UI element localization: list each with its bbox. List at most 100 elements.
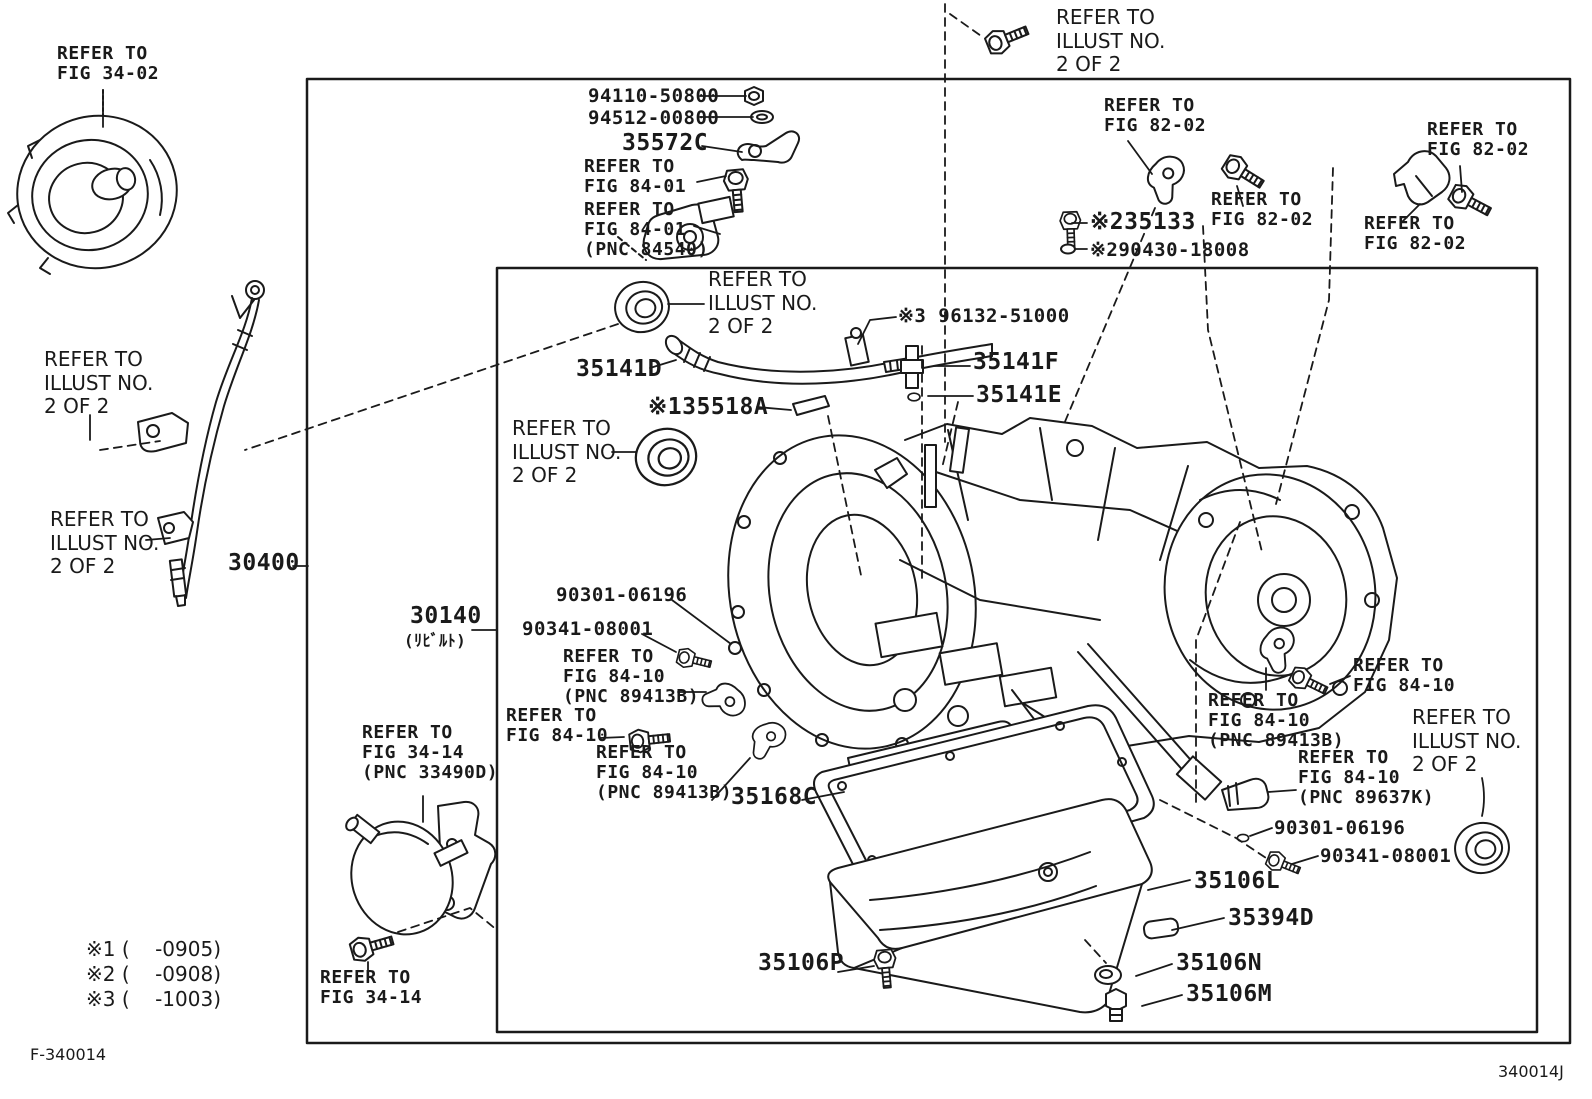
dipstick-tube xyxy=(137,280,265,607)
ref-fig-84-10-d-line: REFER TO xyxy=(1353,655,1444,676)
label-90341-08001-left: 90341-08001 xyxy=(522,618,654,640)
oil-pan-35106 xyxy=(827,798,1153,1014)
ref-fig-84-10-c-line: (PNC 89413B) xyxy=(596,782,733,804)
ref-illust-2of2-seal-top-line: ILLUST NO. xyxy=(708,290,818,315)
label-90301-06196-left: 90301-06196 xyxy=(556,584,688,606)
label-35168C-line: 35168C xyxy=(731,784,818,810)
ref-illust-2of2-seal-left-line: REFER TO xyxy=(512,416,611,440)
ref-fig-84-10-c-line: REFER TO xyxy=(596,742,687,763)
ref-illust-2of2-dipstick-bottom-line: ILLUST NO. xyxy=(50,530,160,555)
label-35106M: 35106M xyxy=(1186,981,1273,1008)
label-35106M-line: 35106M xyxy=(1186,981,1273,1007)
label-35168C: 35168C xyxy=(731,784,818,811)
note-2-line: ※2 ( -0908) xyxy=(86,962,221,986)
label-96132-51000: ※3 96132-51000 xyxy=(898,305,1070,327)
ref-fig-84-10-a-line: FIG 84-10 xyxy=(563,666,666,688)
label-30400: 30400 xyxy=(228,550,300,577)
label-90341-08001-right-line: 90341-08001 xyxy=(1320,845,1452,867)
label-90341-08001-left-line: 90341-08001 xyxy=(522,618,654,640)
label-90301-06196-left-line: 90301-06196 xyxy=(556,584,688,606)
ref-fig-34-02-line: FIG 34-02 xyxy=(57,63,160,85)
label-94110-50800-line: 94110-50800 xyxy=(588,85,720,107)
label-30140-rebuilt-jp-line: (ﾘﾋﾞﾙﾄ) xyxy=(404,631,467,650)
ref-fig-82-02-d-line: REFER TO xyxy=(1364,213,1455,234)
label-35394D-line: 35394D xyxy=(1228,905,1315,931)
oil-pan-gasket-35106L xyxy=(813,704,1155,893)
ref-fig-34-14-b-line: FIG 34-14 xyxy=(320,987,423,1009)
ref-fig-84-10-e-line: (PNC 89413B) xyxy=(1208,730,1345,752)
label-35141D-line: 35141D xyxy=(576,356,663,382)
ref-fig-84-10-b-line: FIG 84-10 xyxy=(506,725,609,747)
label-30140-line: 30140 xyxy=(410,603,482,629)
label-90430-18008-line: ※290430-18008 xyxy=(1090,239,1250,261)
label-30400-line: 30400 xyxy=(228,550,300,576)
ref-illust-2of2-right-line: REFER TO xyxy=(1412,705,1511,729)
label-35394D: 35394D xyxy=(1228,905,1315,932)
label-35518A: ※135518A xyxy=(648,394,769,421)
ref-illust-2of2-top-line: REFER TO xyxy=(1056,5,1155,29)
label-30140: 30140 xyxy=(410,603,482,630)
ref-fig-84-01-b-line: (PNC 84540) xyxy=(584,239,709,261)
ref-illust-2of2-right-line: 2 OF 2 xyxy=(1412,752,1478,777)
label-35572C-line: 35572C xyxy=(622,130,709,156)
oil-cooler xyxy=(345,800,497,965)
ref-fig-84-01-a-line: REFER TO xyxy=(584,156,675,177)
ref-fig-84-10-c-line: FIG 84-10 xyxy=(596,762,699,784)
ref-fig-84-10-a-line: REFER TO xyxy=(563,646,654,667)
outer-frame xyxy=(305,77,1572,1045)
torque-converter xyxy=(7,89,178,275)
label-35141E: 35141E xyxy=(976,382,1063,409)
figure-code-left: F-340014 xyxy=(30,1045,107,1065)
ref-fig-84-10-f-line: (PNC 89637K) xyxy=(1298,787,1435,809)
ref-fig-84-01-b-line: REFER TO xyxy=(584,199,675,220)
ref-fig-34-14-a-line: REFER TO xyxy=(362,722,453,743)
label-94512-00800: 94512-00800 xyxy=(588,107,720,129)
ref-illust-2of2-seal-top-line: 2 OF 2 xyxy=(708,314,774,339)
case-sensors-left xyxy=(627,641,789,765)
ref-fig-84-10-e-line: REFER TO xyxy=(1208,690,1299,711)
figure-code-right: 340014J xyxy=(1498,1062,1564,1082)
ref-fig-84-01-a-line: FIG 84-01 xyxy=(584,176,687,198)
ref-illust-2of2-dipstick-top-line: ILLUST NO. xyxy=(44,370,154,395)
ref-illust-2of2-dipstick-bottom-line: REFER TO xyxy=(50,507,149,531)
ref-fig-84-10-b-line: REFER TO xyxy=(506,705,597,726)
ref-illust-2of2-top-line: 2 OF 2 xyxy=(1056,52,1122,77)
figure-code-right-line: 340014J xyxy=(1498,1062,1564,1081)
label-35106N: 35106N xyxy=(1176,950,1262,977)
label-94512-00800-line: 94512-00800 xyxy=(588,107,720,129)
figure-code-left-line: F-340014 xyxy=(30,1045,107,1064)
ref-illust-2of2-seal-top-line: REFER TO xyxy=(708,267,807,291)
oil-pan-hardware xyxy=(872,917,1180,1022)
label-35133: ※235133 xyxy=(1090,209,1196,236)
note-2: ※2 ( -0908) xyxy=(86,962,221,987)
label-35106L: 35106L xyxy=(1194,868,1280,895)
ref-fig-84-10-a-line: (PNC 89413B) xyxy=(563,686,700,708)
ref-fig-82-02-b-line: REFER TO xyxy=(1211,189,1302,210)
label-35141E-line: 35141E xyxy=(976,382,1063,408)
ref-fig-84-01-b-line: FIG 84-01 xyxy=(584,219,687,241)
label-90341-08001-right: 90341-08001 xyxy=(1320,845,1452,867)
ref-fig-34-02-line: REFER TO xyxy=(57,43,148,64)
ref-fig-82-02-b-line: FIG 82-02 xyxy=(1211,209,1314,231)
leader-lines xyxy=(89,89,1485,1007)
label-35572C: 35572C xyxy=(622,130,709,157)
label-35518A-line: ※135518A xyxy=(648,394,769,420)
ref-illust-2of2-dipstick-bottom-line: 2 OF 2 xyxy=(50,554,116,579)
